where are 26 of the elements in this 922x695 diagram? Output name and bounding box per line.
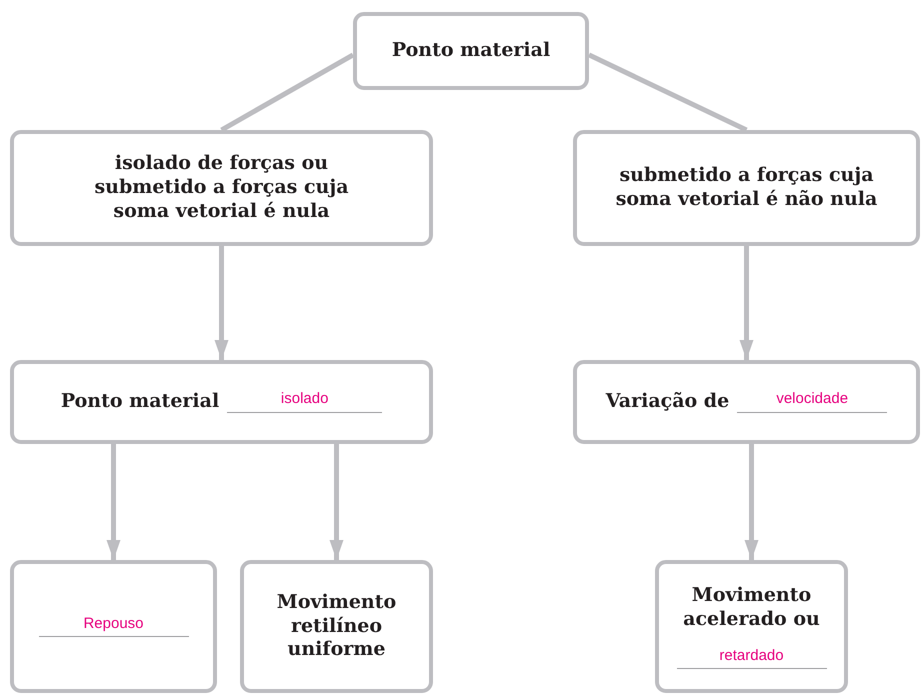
- arrow: [106, 444, 120, 560]
- concept-box: [240, 560, 433, 693]
- arrow: [214, 246, 228, 360]
- concept-text: isolado de forças ou submetido a forças cuja soma vetorial é nula: [93, 152, 350, 224]
- arrow: [740, 246, 754, 360]
- arrow: [330, 444, 344, 560]
- filled-answer-line: Repouso: [38, 616, 188, 638]
- concept-box: [10, 360, 433, 444]
- concept-box: [10, 560, 217, 693]
- connector-line: [220, 52, 354, 132]
- concept-box: [655, 560, 848, 693]
- concept-text: Variação de: [606, 390, 730, 414]
- filled-answer-line: isolado: [227, 391, 382, 413]
- arrow: [744, 444, 758, 560]
- concept-text: Movimento acelerado ou: [682, 584, 821, 632]
- concept-box: [573, 130, 920, 246]
- concept-text: Ponto material: [60, 390, 220, 414]
- filled-answer-line: velocidade: [737, 391, 888, 413]
- concept-box: [353, 12, 589, 90]
- connector-line: [588, 52, 748, 132]
- concept-box: [10, 130, 433, 246]
- concept-box: [573, 360, 920, 444]
- filled-answer-line: retardado: [676, 648, 826, 669]
- concept-text: Ponto material: [392, 39, 550, 63]
- concept-text: Movimento retilíneo uniforme: [276, 590, 398, 662]
- concept-text: submetido a forças cuja soma vetorial é não nula: [614, 164, 878, 212]
